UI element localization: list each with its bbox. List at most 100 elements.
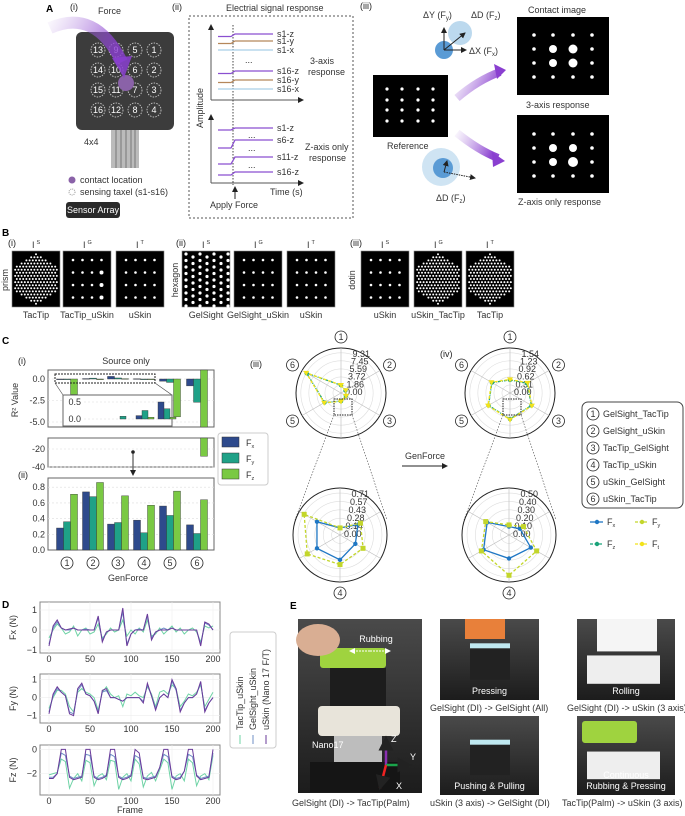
marker-dot (468, 268, 471, 271)
marker-dot (474, 268, 477, 271)
pair-number-badge (60, 556, 74, 570)
marker-dot (445, 293, 447, 296)
marker-dot (90, 283, 94, 287)
marker-dot (551, 75, 555, 79)
marker-dot (433, 259, 436, 262)
marker-dot (503, 274, 506, 277)
sensor-shape-label: prism (0, 269, 10, 291)
marker-dot (400, 87, 404, 91)
marker-dot (451, 293, 454, 296)
radar-tick-label: 0.00 (514, 387, 532, 397)
radar-point (343, 393, 350, 399)
inset-bar (141, 410, 149, 420)
marker-dot (153, 283, 156, 287)
marker-dot (38, 265, 41, 268)
marker-dot (20, 274, 23, 277)
taxel-circle (146, 42, 162, 58)
series-line (49, 748, 214, 781)
marker-dot (219, 261, 223, 266)
marker-dot (506, 268, 509, 271)
marker-dot (495, 296, 498, 299)
marker-dot (532, 132, 536, 136)
pair-number: 2 (387, 360, 392, 370)
marker-dot (39, 299, 42, 302)
marker-dot (427, 296, 430, 299)
marker-dot (31, 271, 34, 274)
marker-dot (35, 284, 37, 287)
marker-dot (425, 268, 428, 271)
marker-dot (509, 287, 512, 290)
marker-dot (271, 271, 274, 274)
image-symbol-letter: I (307, 240, 310, 250)
series-line (48, 755, 214, 790)
radar-tick-label: 0.43 (349, 505, 367, 515)
marker-dot (43, 274, 45, 277)
marker-dot (198, 265, 202, 269)
y-axis-label: Fx (N) (8, 615, 18, 640)
pair-number-badge (383, 414, 396, 428)
marker-dot (473, 265, 475, 268)
pair-number-badge (111, 556, 125, 570)
marker-dot (191, 281, 195, 285)
marker-dot (184, 304, 188, 308)
marker-dot (487, 274, 490, 277)
bar-fz (70, 494, 78, 551)
marker-dot (456, 290, 459, 293)
marker-dot (495, 265, 498, 268)
sensor-shape-label: hexagon (170, 263, 180, 298)
marker-dot (15, 265, 18, 268)
marker-dot (485, 259, 488, 262)
marker-dot (456, 265, 459, 268)
radar-legend-label: Fx (607, 517, 616, 529)
marker-dot (501, 265, 504, 268)
marker-dot (437, 265, 439, 268)
marker-dot (477, 281, 480, 284)
panel-label: B (2, 228, 9, 239)
marker-dot (469, 278, 472, 280)
marker-dot (143, 258, 147, 262)
marker-dot (398, 296, 401, 299)
radar-point (301, 511, 307, 517)
marker-dot (15, 271, 18, 274)
marker-dot (451, 268, 454, 271)
marker-dot (503, 281, 506, 284)
marker-dot (212, 304, 216, 308)
marker-dot (55, 287, 58, 290)
marker-dot (435, 293, 438, 296)
marker-dot (99, 295, 104, 300)
marker-dot (532, 146, 536, 150)
sensor-array-button[interactable]: Sensor Array (66, 202, 120, 218)
marker-dot (568, 157, 578, 167)
marker-dot (430, 296, 433, 299)
marker-dot (81, 271, 84, 274)
marker-dot (481, 262, 483, 265)
y-tick-label: -40 (32, 462, 45, 472)
marker-dot (33, 268, 36, 271)
marker-dot (476, 290, 479, 293)
y-tick-label: -5.0 (29, 417, 45, 427)
subpanel-label: (ii) (18, 470, 28, 480)
marker-dot (54, 278, 57, 280)
taxel-circle (127, 42, 143, 58)
marker-dot (198, 291, 202, 295)
marker-dot (487, 299, 490, 302)
marker-dot (416, 87, 420, 91)
legend-sub: z (613, 545, 616, 551)
z-only-response-label: Z-axis only response (518, 197, 601, 207)
signal-label: ... (245, 55, 253, 65)
marker-dot (30, 268, 33, 271)
bar-fz (96, 378, 104, 380)
y-tick-label: 0 (32, 744, 37, 754)
marker-dot (252, 258, 255, 262)
dy-sub: y (446, 16, 449, 22)
radar-point (528, 545, 534, 550)
legend-contact: contact location (80, 175, 143, 185)
image-symbol-sup: T (141, 240, 145, 246)
marker-dot (441, 281, 444, 284)
marker-dot (52, 281, 55, 284)
marker-dot (226, 278, 230, 282)
signal-label: ... (248, 143, 256, 153)
photo-caption: GelSight (DI) -> GelSight (All) (430, 703, 548, 713)
y-tick-label: 0.8 (32, 482, 45, 492)
marker-dot (445, 262, 447, 265)
